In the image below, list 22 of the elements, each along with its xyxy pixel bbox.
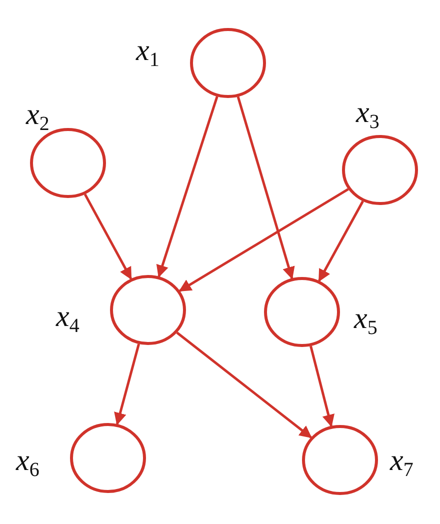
variable-circle	[264, 277, 340, 347]
variable-label: x$_{1}$	[136, 36, 160, 70]
arrow	[236, 96, 295, 280]
variable-label: x$_{3}$	[356, 98, 380, 132]
arrow	[114, 344, 140, 426]
variable-circle	[110, 275, 186, 345]
variable-label: x$_{5}$	[354, 304, 378, 338]
variable-circle	[302, 425, 378, 495]
variable-label: x$_{7}$	[390, 446, 414, 480]
variable-label: x$_{4}$	[56, 302, 80, 336]
variable-circle	[30, 128, 106, 198]
arrow	[156, 96, 218, 278]
variable-circle	[70, 423, 146, 493]
arrow	[176, 332, 312, 438]
arrow	[310, 346, 334, 428]
variable-label: x$_{6}$	[16, 446, 40, 480]
arrow	[178, 188, 349, 292]
variable-circle	[342, 135, 418, 205]
arrow	[84, 194, 132, 280]
variable-circle	[190, 28, 266, 98]
arrow	[318, 200, 364, 282]
variable-label: x$_{2}$	[26, 100, 50, 134]
